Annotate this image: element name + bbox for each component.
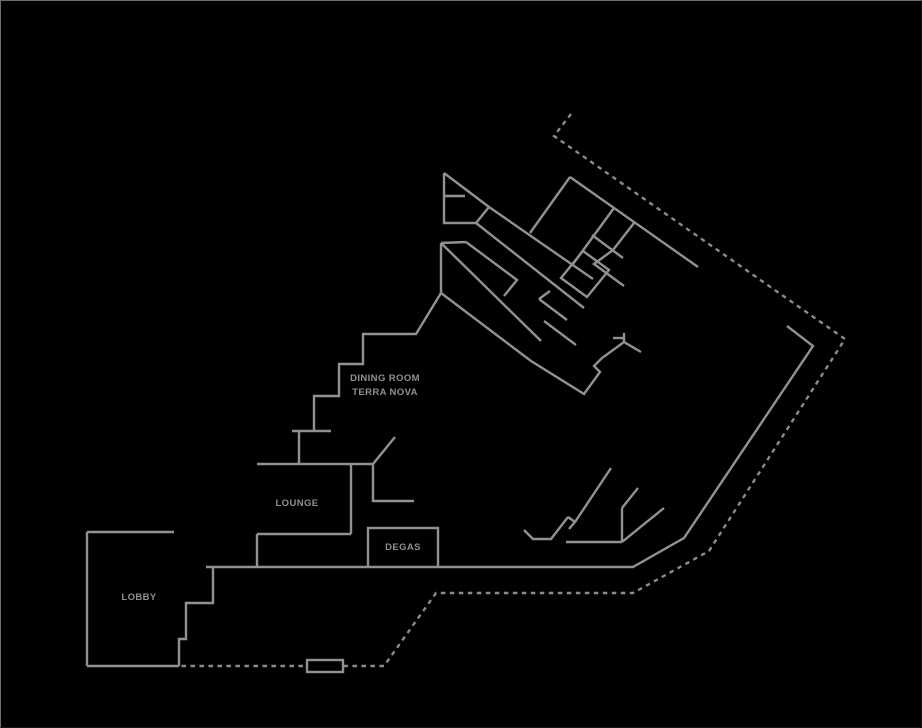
wall-path bbox=[621, 507, 665, 543]
wall-path bbox=[465, 241, 519, 297]
wall-path bbox=[591, 234, 624, 259]
wall-path bbox=[591, 249, 625, 287]
wall-path bbox=[442, 172, 491, 225]
room-labels-group: DINING ROOM TERRA NOVA LOUNGE DEGAS LOBBY bbox=[121, 373, 421, 603]
wall-path bbox=[371, 464, 414, 503]
wall-path bbox=[366, 526, 440, 566]
wall-path bbox=[543, 320, 577, 346]
dashed-boundary-path bbox=[181, 113, 847, 668]
wall-path bbox=[569, 176, 699, 268]
dashed-boundary-group bbox=[181, 113, 847, 668]
wall-path bbox=[440, 292, 642, 396]
wall-path bbox=[312, 292, 443, 431]
wall-path bbox=[440, 242, 542, 342]
room-label-lobby: LOBBY bbox=[121, 592, 157, 603]
wall-path bbox=[559, 250, 611, 299]
wall-path bbox=[538, 290, 551, 300]
wall-path bbox=[612, 222, 635, 251]
room-label-dining-room: DINING ROOM bbox=[350, 373, 420, 384]
wall-path bbox=[206, 325, 815, 569]
wall-lines-group bbox=[85, 172, 815, 668]
wall-path bbox=[567, 516, 577, 530]
wall-path bbox=[372, 436, 396, 465]
wall-path bbox=[621, 487, 639, 509]
room-label-terra-nova: TERRA NOVA bbox=[352, 387, 418, 398]
wall-path bbox=[529, 176, 571, 234]
room-label-lounge: LOUNGE bbox=[275, 498, 318, 509]
dashed-line-marker-rect bbox=[305, 658, 345, 674]
outlined-rects-group bbox=[305, 658, 345, 674]
wall-path bbox=[574, 467, 612, 523]
wall-path bbox=[538, 298, 568, 321]
wall-path bbox=[440, 240, 467, 245]
wall-path bbox=[475, 222, 585, 309]
room-label-degas: DEGAS bbox=[385, 542, 421, 553]
wall-path bbox=[488, 206, 594, 280]
wall-path bbox=[523, 516, 569, 541]
wall-path bbox=[177, 567, 215, 666]
